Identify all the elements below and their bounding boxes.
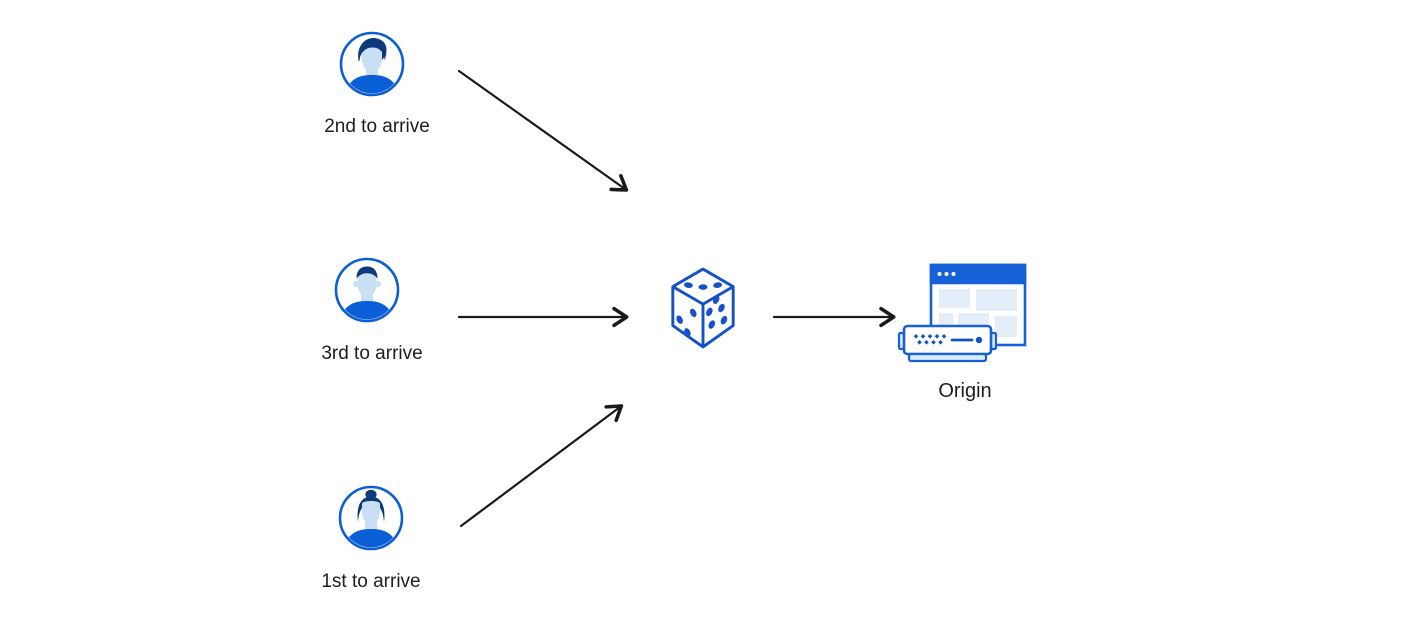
- user-label-1st: 1st to arrive: [321, 571, 421, 592]
- user-node-2nd: [339, 31, 405, 97]
- arrow-user2nd-to-dice: [457, 69, 629, 192]
- user-label-3rd: 3rd to arrive: [321, 343, 423, 364]
- male-avatar-flattop-icon: [334, 257, 400, 323]
- user-node-1st: [338, 485, 404, 551]
- origin-node: [896, 262, 1030, 365]
- dice-node: [666, 264, 740, 352]
- origin-server-browser-icon: [897, 263, 1027, 363]
- origin-label: Origin: [938, 380, 992, 402]
- user-node-3rd: [334, 257, 400, 323]
- arrow-user1st-to-dice: [459, 404, 624, 528]
- user-label-2nd: 2nd to arrive: [324, 116, 430, 137]
- female-avatar-bun-icon: [338, 485, 404, 551]
- male-avatar-quiff-icon: [339, 31, 405, 97]
- dice-icon: [671, 267, 735, 349]
